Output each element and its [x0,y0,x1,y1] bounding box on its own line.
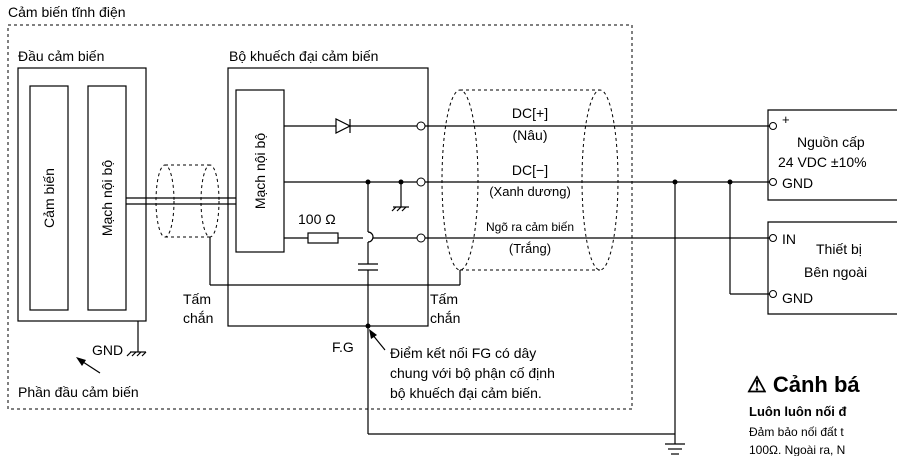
warning-line2: Đảm bảo nối đất t [749,425,844,439]
power-gnd: GND [782,175,813,191]
power-voltage: 24 VDC ±10% [778,154,867,170]
head-ground-label: GND [92,342,123,358]
dc-minus-label: DC[−] [512,162,548,178]
amplifier-title: Bộ khuếch đại cảm biến [229,48,378,64]
fg-note-line2: chung với bộ phận cố định [390,365,555,381]
amp-circuit-label: Mạch nội bộ [252,133,268,209]
amplifier-box [227,67,429,327]
dc-minus-color: (Xanh dương) [489,184,571,199]
output-label: Ngõ ra cảm biến [486,220,574,234]
device-gnd: GND [782,290,813,306]
dc-plus-label: DC[+] [512,105,548,121]
sensor-head-title: Đầu cảm biến [18,48,104,64]
power-name: Nguồn cấp [797,134,865,150]
device-name-line1: Thiết bị [816,241,862,257]
outer-title: Cảm biến tĩnh điện [8,4,126,20]
power-plus: + [782,112,790,127]
resistor-label: 100 Ω [298,211,336,227]
output-color: (Trắng) [509,241,551,256]
sensor-element-box [29,85,69,311]
resistor [307,232,339,244]
sensor-head-part-label: Phần đầu cảm biến [18,384,139,400]
fg-note-line1: Điểm kết nối FG có dây [390,345,536,361]
shield-left-line1: Tấm [183,291,211,307]
head-circuit-label: Mạch nội bộ [99,160,115,236]
shield-right-line2: chắn [430,310,460,326]
shield-left-line2: chắn [183,310,213,326]
amp-circuit-box [235,89,285,253]
device-in: IN [782,231,796,247]
warning-line3: 100Ω. Ngoài ra, N [749,443,845,456]
device-name-line2: Bên ngoài [804,264,867,280]
sensor-element-label: Cảm biến [41,168,57,228]
warning-title: ⚠ Cảnh bá [747,372,860,397]
warning-line1: Luôn luôn nối đ [749,404,847,419]
shield-right-line1: Tấm [430,291,458,307]
dc-plus-color: (Nâu) [512,127,547,143]
sensor-head-box [17,67,147,322]
fg-note-line3: bộ khuếch đại cảm biến. [390,385,542,401]
fg-label: F.G [332,339,354,355]
sensor-enclosure [7,24,633,410]
